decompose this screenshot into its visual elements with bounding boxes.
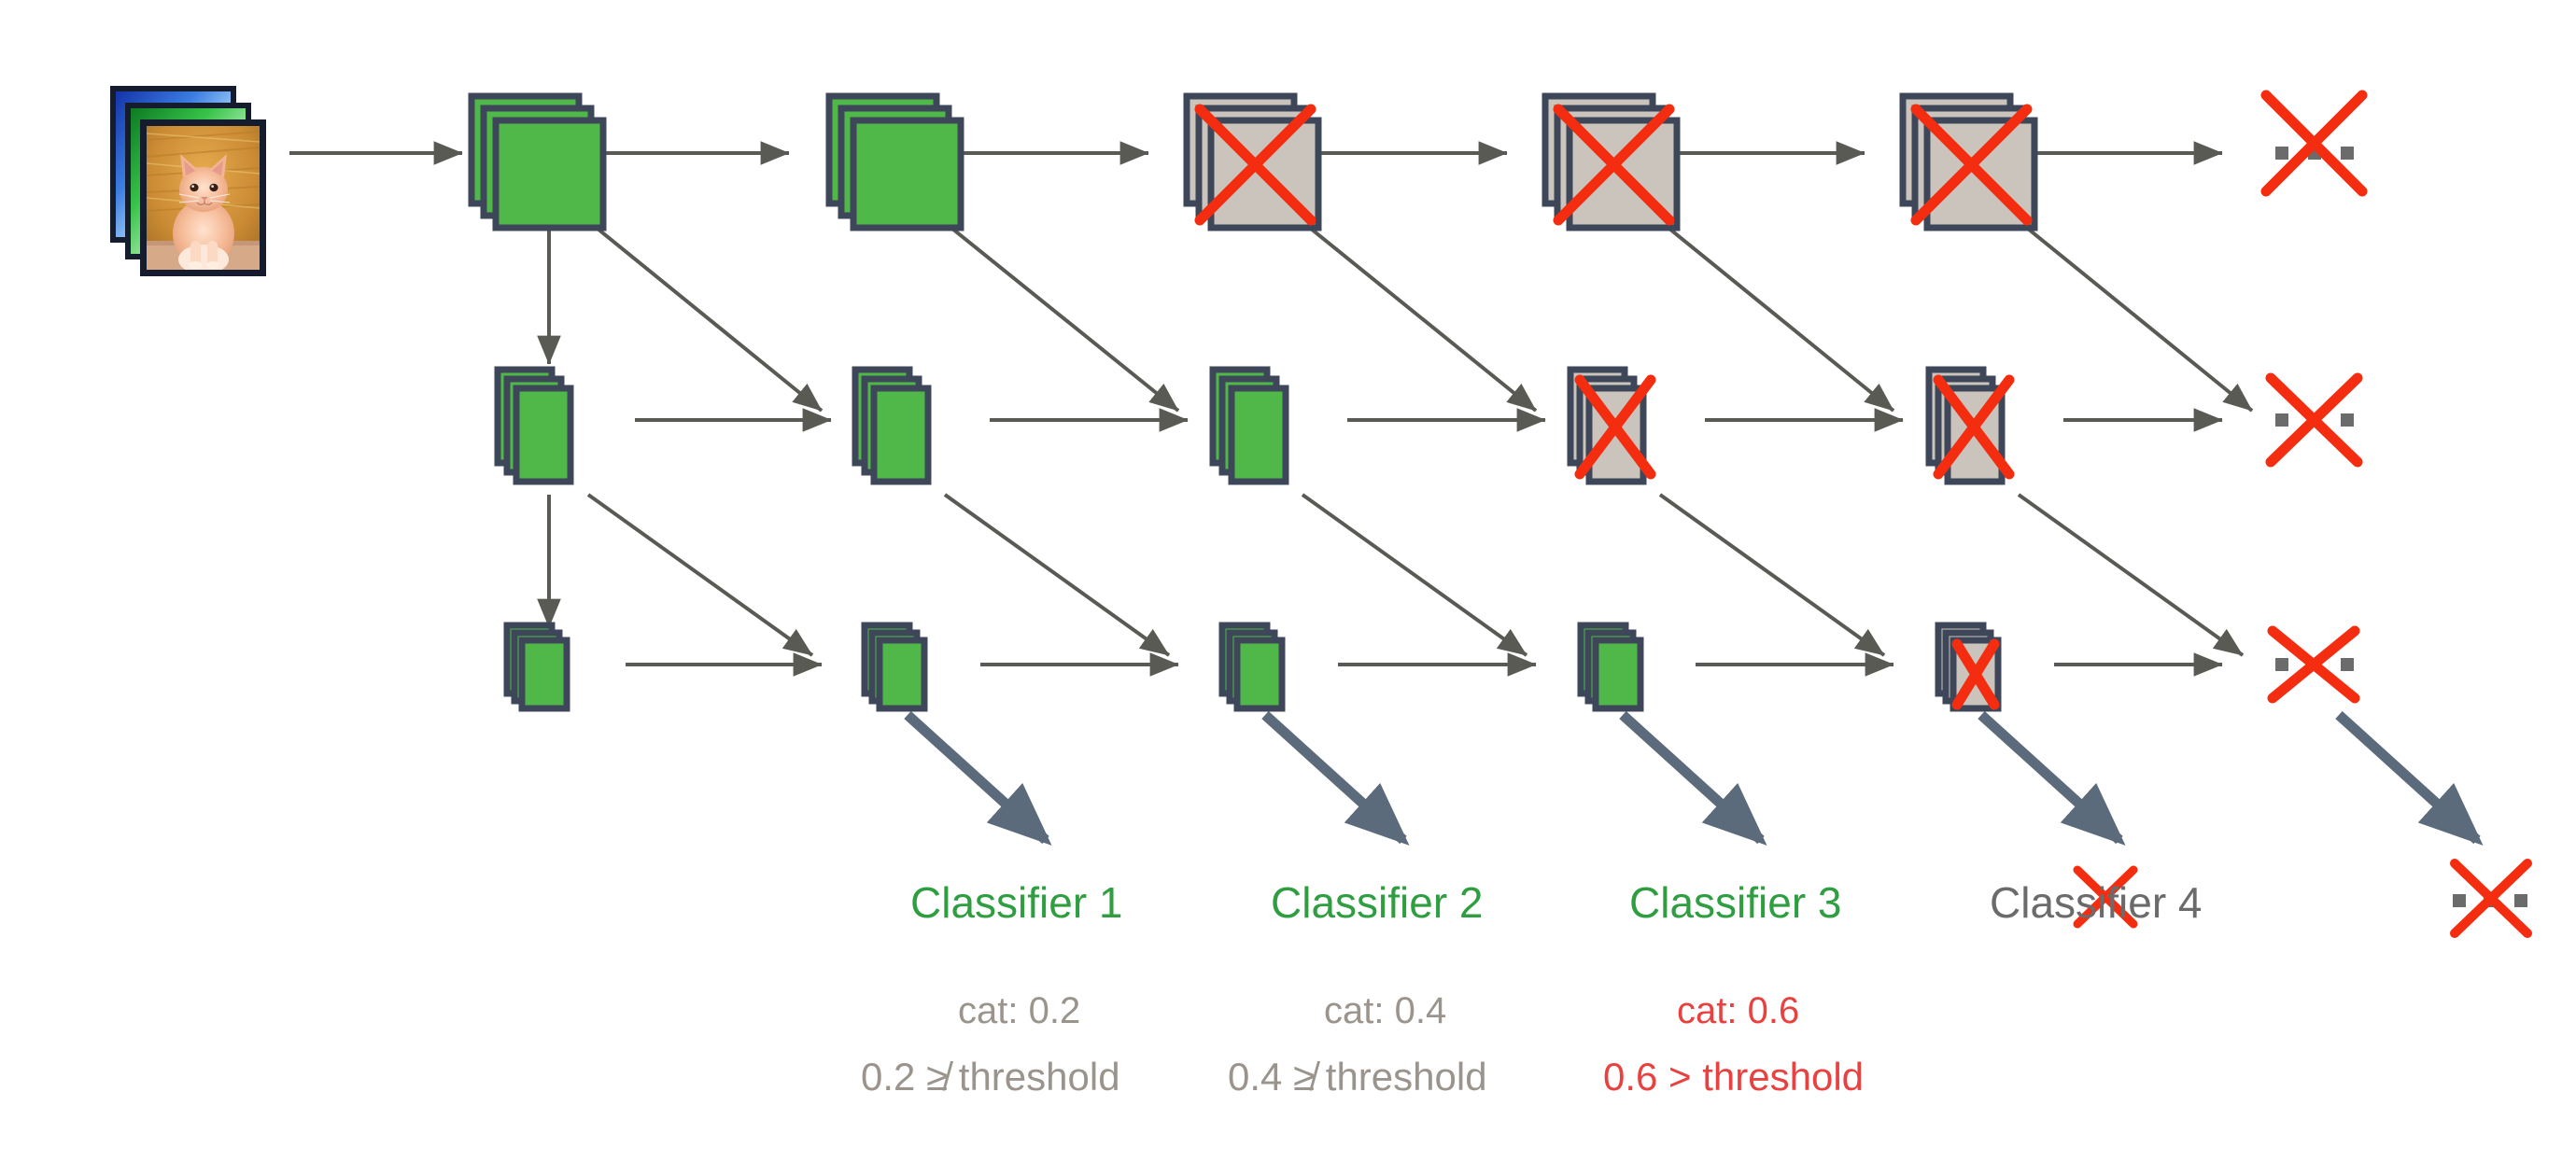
red-x-icon (1553, 104, 1675, 226)
diagonal-r1-to-r2-arrows (596, 227, 2254, 413)
red-x-icon (2450, 859, 2532, 938)
block-r2c1-green[interactable] (494, 366, 574, 485)
arrow-r1c5-diag-r2end (2026, 227, 2254, 413)
red-x-icon (2260, 90, 2368, 197)
red-x-icon (1574, 374, 1656, 480)
red-x-over-classifier-4-icon (2073, 865, 2138, 929)
block-r3c1-green[interactable] (503, 622, 570, 712)
red-x-icon (1933, 374, 2015, 480)
red-x-icon (2267, 625, 2360, 704)
block-r2c2-green[interactable] (852, 366, 932, 485)
classifier-2-score: cat: 0.4 (1324, 990, 1447, 1031)
classifier-1-score: cat: 0.2 (958, 990, 1081, 1031)
arrow-r1c1-diag-r2c2 (596, 227, 823, 413)
arrow-r2c4-diag-r3c5 (1658, 493, 1886, 657)
classifier-3-label[interactable]: Classifier 3 (1629, 878, 1842, 927)
arrow-r2c1-diag-r3c2 (586, 493, 814, 657)
classifier-3-decision: 0.6 > threshold (1603, 1055, 1865, 1099)
block-r2c5-pruned[interactable] (1925, 366, 2015, 485)
ellipsis-classifier-5-pruned (2450, 859, 2532, 938)
block-r1c5-pruned[interactable] (1899, 92, 2038, 231)
input-image-stack (110, 86, 266, 276)
block-r3c4-green[interactable] (1577, 622, 1644, 712)
classifier-2-decision: 0.4 ≱ threshold (1228, 1055, 1487, 1099)
block-r2c3-green[interactable] (1209, 366, 1289, 485)
block-r3c5-pruned[interactable] (1935, 622, 2002, 712)
arrow-r2c2-diag-r3c3 (943, 493, 1171, 657)
block-r3c3-green[interactable] (1218, 622, 1286, 712)
diagonal-r2-to-r3-arrows (586, 493, 2245, 657)
classifier-3-score: cat: 0.6 (1677, 990, 1800, 1031)
block-r1c1-green[interactable] (468, 92, 607, 231)
block-r3c2-green[interactable] (861, 622, 928, 712)
red-x-icon (1194, 104, 1316, 226)
ellipsis-r3-pruned (2267, 625, 2360, 704)
input-layer-cat-photo (140, 119, 266, 276)
classifier-1-label[interactable]: Classifier 1 (910, 878, 1123, 927)
block-r1c4-pruned[interactable] (1541, 92, 1681, 231)
arrow-r1c4-diag-r2c5 (1668, 227, 1895, 413)
ellipsis-r1-pruned (2260, 90, 2368, 197)
block-r2c4-pruned[interactable] (1567, 366, 1656, 485)
red-x-icon (1910, 104, 2033, 226)
arrow-r1c2-diag-r2c3 (950, 227, 1180, 413)
arrow-to-classifier-1[interactable] (904, 710, 1052, 846)
arrow-to-classifier-3[interactable] (1619, 710, 1767, 846)
block-r1c2-green[interactable] (825, 92, 964, 231)
arrow-r2c3-diag-r3c4 (1301, 493, 1528, 657)
ellipsis-r2-pruned (2265, 372, 2363, 468)
red-x-icon (2265, 372, 2363, 468)
block-r1c3-pruned[interactable] (1183, 92, 1322, 231)
classifier-exit-arrows (904, 710, 2484, 846)
red-x-icon (1951, 638, 2000, 710)
arrow-to-classifier-2[interactable] (1261, 710, 1410, 846)
classifier-4-label[interactable]: Classifier 4 (1990, 878, 2203, 927)
arrow-to-classifier-4[interactable] (1978, 710, 2126, 846)
classifier-1-decision: 0.2 ≱ threshold (861, 1055, 1120, 1099)
classifier-2-label[interactable]: Classifier 2 (1271, 878, 1484, 927)
arrow-r1c3-diag-r2c4 (1309, 227, 1538, 413)
arrow-r2c5-diag-r3end (2017, 493, 2245, 657)
arrow-to-classifier-5[interactable] (2335, 710, 2484, 846)
